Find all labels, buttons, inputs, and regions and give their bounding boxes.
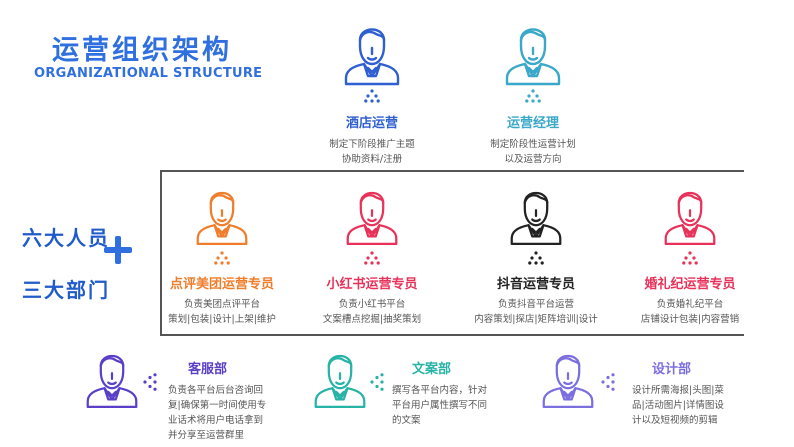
top-role-name: 运营经理 (506, 116, 559, 131)
person-icon (503, 18, 563, 90)
person-icon (662, 182, 718, 250)
department-desc-line: 并分享至运营群里 (168, 430, 245, 441)
dots-icon (214, 250, 230, 269)
mid-role-name: 小红书运营专员 (326, 277, 418, 292)
mid-role-desc-1: 负责婚礼纪平台 (656, 299, 724, 310)
department-desc-line: 撰写各平台内容，针对 (392, 385, 488, 396)
person-icon (194, 182, 250, 250)
department-desc-line: 业话术将用户电话拿到 (168, 415, 264, 426)
mid-role-name: 婚礼纪运营专员 (644, 277, 736, 292)
divider-top (160, 170, 744, 172)
person-icon (342, 18, 402, 90)
page-title: 运营组织架构 (52, 35, 232, 66)
dots-icon (370, 373, 384, 395)
dots-icon (682, 250, 698, 269)
mid-role-desc-1: 负责美团点评平台 (183, 299, 260, 310)
mid-role-desc-1: 负责抖音平台运营 (497, 299, 574, 310)
divider-left (160, 170, 162, 334)
divider-bottom (160, 334, 744, 336)
department-desc-line: 品|活动图片|详情图设 (632, 400, 724, 411)
dots-icon (528, 250, 544, 269)
person-icon (344, 182, 400, 250)
mid-role-desc-2: 店铺设计包装|内容营销 (640, 314, 740, 325)
dots-icon (601, 373, 615, 395)
top-role-desc-1: 制定阶段性运营计划 (490, 139, 576, 150)
dots-icon (364, 88, 380, 107)
top-role-name: 酒店运营 (345, 116, 398, 131)
mid-role-desc-2: 策划|包装|设计|上架|维护 (168, 314, 276, 325)
side-label-staff: 六大人员 (22, 226, 110, 250)
mid-role-name: 抖音运营专员 (496, 277, 575, 292)
department-desc-line: 的文案 (392, 415, 421, 426)
person-icon (508, 182, 564, 250)
department-desc-line: 平台用户属性撰写不同 (392, 400, 488, 411)
department-desc-line: 负责各平台后台咨询回 (168, 385, 264, 396)
mid-role-desc-2: 文案槽点挖掘|抽奖策划 (322, 314, 422, 325)
mid-role-desc-2: 内容策划|探店|矩阵培训|设计 (474, 314, 598, 325)
mid-role-desc-1: 负责小红书平台 (338, 299, 406, 310)
person-icon (84, 345, 140, 413)
top-role-desc-1: 制定下阶段推广主题 (329, 139, 415, 150)
dots-icon (525, 88, 541, 107)
person-icon (540, 345, 596, 413)
dots-icon (364, 250, 380, 269)
person-icon (312, 345, 368, 413)
side-label-departments: 三大部门 (22, 278, 110, 302)
page-subtitle: ORGANIZATIONAL STRUCTURE (34, 66, 263, 81)
top-role-desc-2: 以及运营方向 (504, 154, 562, 165)
department-desc-line: 设计所需海报|头图|菜 (632, 385, 724, 396)
plus-icon (104, 236, 132, 264)
department-name: 客服部 (188, 362, 228, 377)
department-name: 设计部 (652, 362, 692, 377)
department-name: 文案部 (412, 362, 452, 377)
top-role-desc-2: 协助资料/注册 (341, 154, 403, 165)
mid-role-name: 点评美团运营专员 (169, 277, 274, 292)
dots-icon (143, 373, 157, 395)
department-desc-line: 计以及短视频的剪辑 (632, 415, 718, 426)
department-desc-line: 复|确保第一时间使用专 (168, 400, 267, 411)
